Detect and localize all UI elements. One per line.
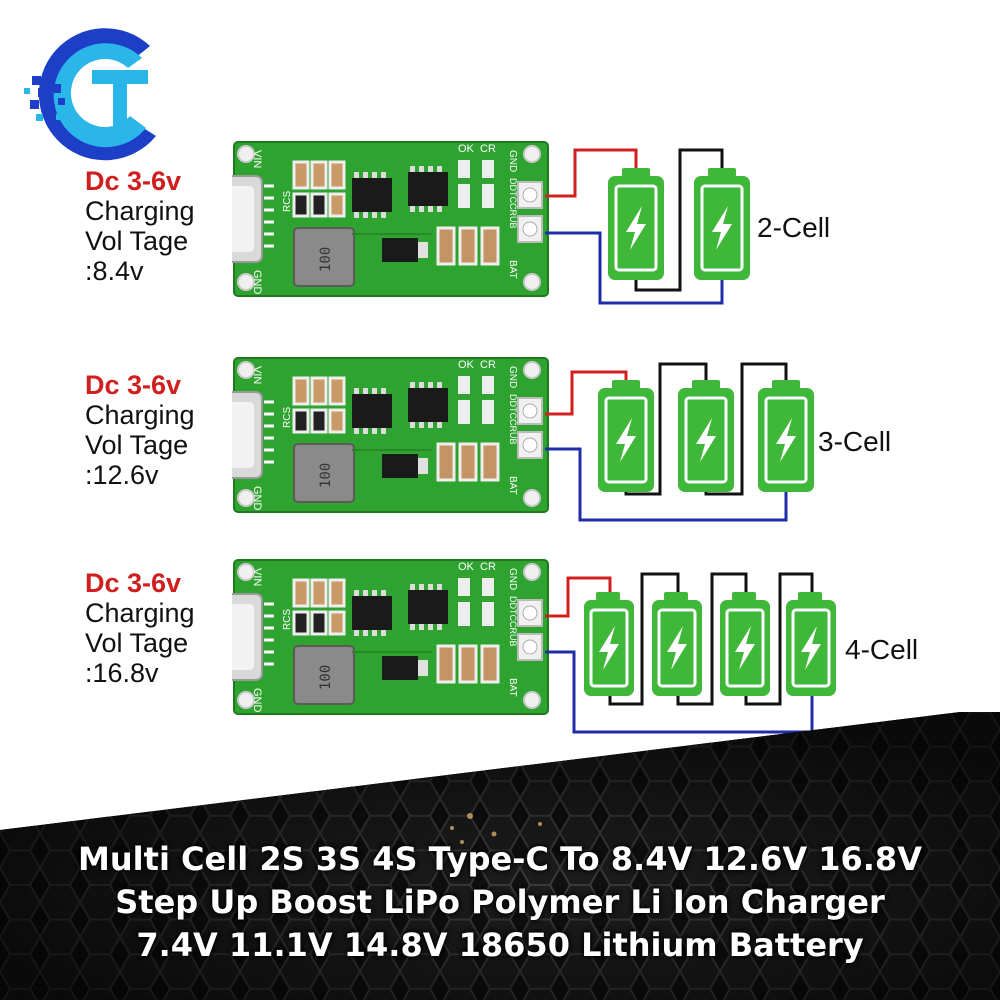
cell-count-label: 2-Cell <box>757 212 831 243</box>
charger-row-2cell: Dc 3-6v Charging Vol Tage :8.4v 2-Cell <box>0 138 1000 313</box>
input-voltage-text: Dc 3-6v <box>85 370 182 400</box>
input-voltage-text: Dc 3-6v <box>85 166 182 196</box>
voltage-label: Dc 3-6v Charging Vol Tage :12.6v <box>85 370 235 490</box>
voltage-label: Dc 3-6v Charging Vol Tage :8.4v <box>85 166 235 286</box>
charger-row-4cell: Dc 3-6v Charging Vol Tage :16.8v 4-Cell <box>0 556 1000 734</box>
voltage-tage-text: Vol Tage <box>85 430 189 460</box>
charging-text: Charging <box>85 400 195 430</box>
voltage-label: Dc 3-6v Charging Vol Tage :16.8v <box>85 568 235 688</box>
charging-text: Charging <box>85 598 195 628</box>
cell-count-label: 4-Cell <box>845 634 919 665</box>
battery-pack-4cell <box>545 572 1000 734</box>
output-voltage-text: :16.8v <box>85 658 159 688</box>
output-voltage-text: :8.4v <box>85 256 144 286</box>
brand-logo-icon <box>24 28 156 161</box>
battery-pack-2cell <box>545 148 1000 305</box>
cell-count-label: 3-Cell <box>818 426 892 457</box>
battery-pack-3cell <box>545 362 1000 522</box>
caption-line-1: Multi Cell 2S 3S 4S Type-C To 8.4V 12.6V… <box>78 840 922 878</box>
product-caption: Multi Cell 2S 3S 4S Type-C To 8.4V 12.6V… <box>0 838 1000 967</box>
input-voltage-text: Dc 3-6v <box>85 568 182 598</box>
charging-text: Charging <box>85 196 195 226</box>
voltage-tage-text: Vol Tage <box>85 226 189 256</box>
caption-line-2: Step Up Boost LiPo Polymer Li Ion Charge… <box>115 883 885 921</box>
output-voltage-text: :12.6v <box>85 460 159 490</box>
hexagon-background-panel <box>0 712 1000 1000</box>
voltage-tage-text: Vol Tage <box>85 628 189 658</box>
charger-row-3cell: Dc 3-6v Charging Vol Tage :12.6v 3-Cell <box>0 354 1000 529</box>
caption-line-3: 7.4V 11.1V 14.8V 18650 Lithium Battery <box>136 926 864 964</box>
